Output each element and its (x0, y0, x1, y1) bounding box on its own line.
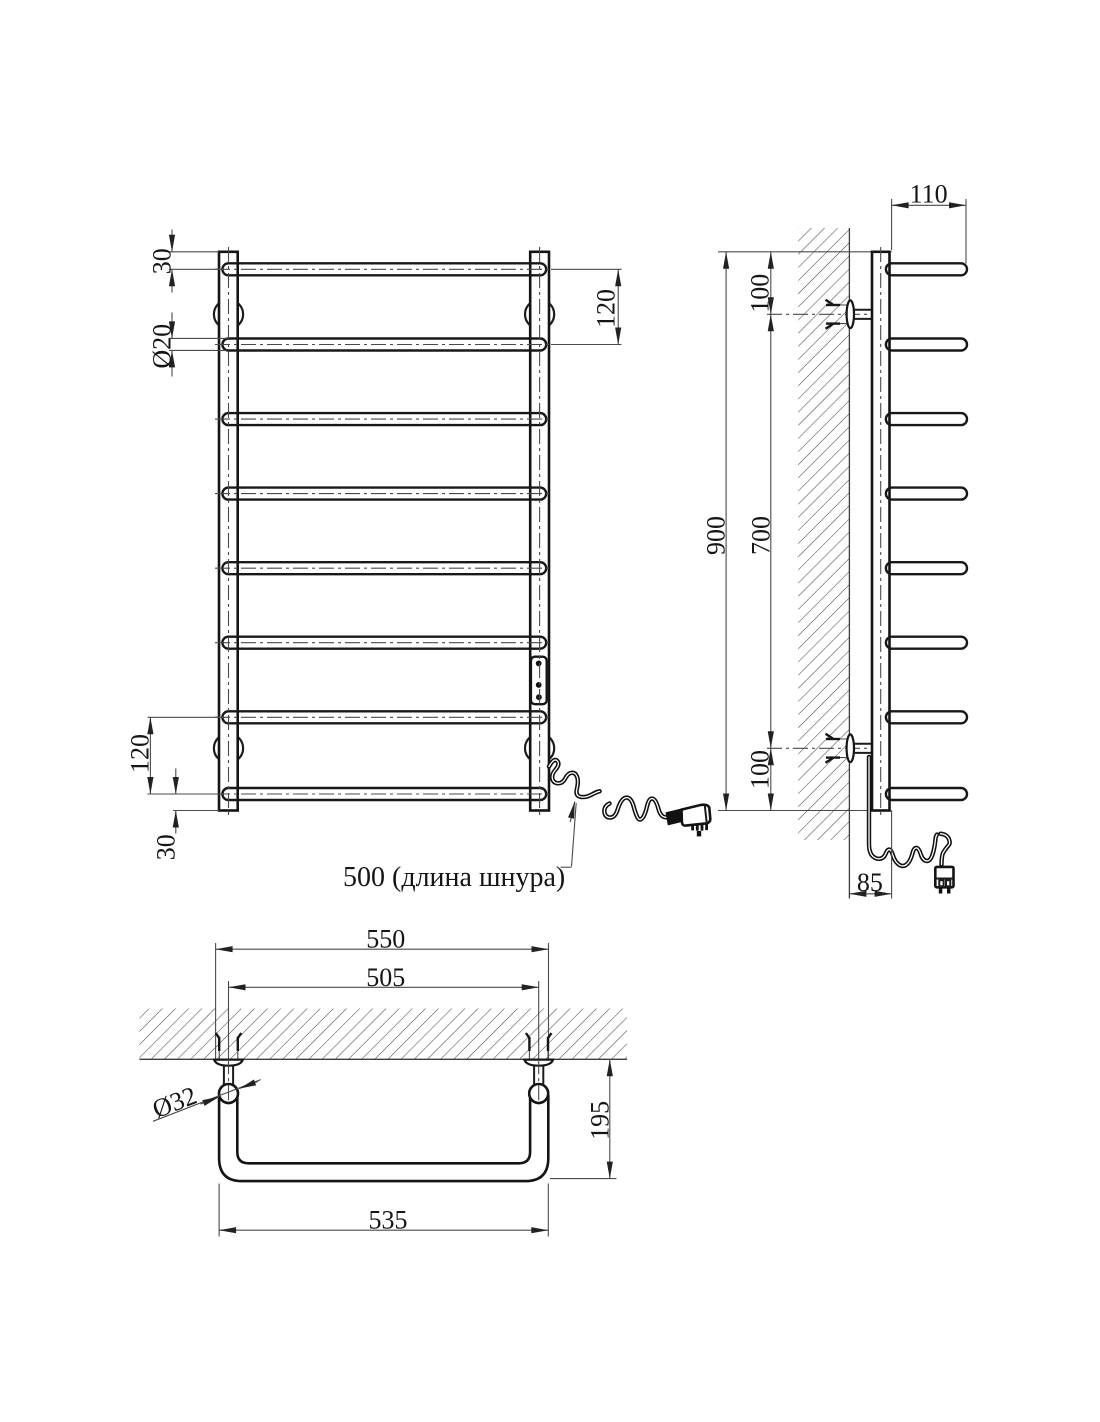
top-extension-lines (215, 943, 550, 1060)
front-view: 30 Ø20 120 120 30 (126, 229, 712, 893)
dim-top-tube-diameter: Ø32 (148, 1079, 261, 1124)
dim-label-front-top-offset: 30 (147, 248, 176, 274)
dim-label-top-tube-diameter: Ø32 (148, 1081, 200, 1124)
power-cord-front (546, 757, 677, 822)
dim-front-top-offset: 30 (147, 229, 223, 293)
dim-side-wall-gap: 85 (849, 810, 893, 899)
cord-note-label: 500 (длина шнура) (343, 862, 565, 893)
dim-label-top-width-overall: 550 (366, 924, 405, 953)
dim-front-rung-spacing-left: 120 (126, 716, 223, 795)
dim-label-front-rung-spacing-left: 120 (126, 734, 155, 773)
dim-label-front-bottom-offset: 30 (152, 834, 181, 860)
side-bracket-bottom (845, 733, 872, 764)
side-view: 110 900 700 100 100 85 (701, 180, 969, 899)
top-u-tube (217, 1095, 550, 1183)
power-cord-side (866, 754, 952, 869)
side-rungs (884, 262, 969, 802)
dim-label-front-rung-diameter: Ø20 (147, 324, 176, 369)
side-wall-hatch (798, 228, 850, 840)
dim-side-bracket-bottom: 100 (746, 748, 775, 811)
side-anchor-marks (824, 298, 849, 764)
dim-label-top-mount-span: 505 (366, 963, 405, 992)
dim-front-bottom-offset: 30 (152, 768, 219, 860)
panel-led (535, 682, 542, 688)
dim-top-depth: 195 (550, 1059, 617, 1180)
dim-label-top-width-bottom: 535 (369, 1205, 408, 1234)
dim-top-mount-span: 505 (228, 963, 539, 992)
dim-side-depth: 110 (891, 180, 967, 264)
front-centerlines (215, 247, 553, 815)
panel-led (535, 660, 542, 667)
power-plug-side (933, 865, 955, 894)
dim-side-bracket-top: 100 (746, 251, 775, 315)
dim-side-bracket-span: 700 (746, 314, 775, 749)
dim-front-rung-diameter: Ø20 (147, 312, 227, 377)
front-rungs (221, 262, 548, 802)
side-extension-lines (718, 251, 892, 812)
dim-top-width-overall: 550 (215, 924, 549, 953)
dim-label-side-bracket-bottom: 100 (746, 750, 775, 789)
dim-front-rung-spacing-right: 120 (551, 268, 622, 346)
dim-label-side-bracket-top: 100 (746, 274, 775, 313)
cord-length-note: 500 (длина шнура) (343, 801, 577, 893)
dim-label-side-bracket-span: 700 (746, 516, 775, 555)
dim-label-top-depth: 195 (585, 1101, 614, 1140)
top-wall-hatch (139, 1008, 627, 1060)
dim-top-width-bottom: 535 (218, 1183, 549, 1237)
top-view: 550 505 535 195 Ø32 (139, 924, 627, 1237)
power-plug-front (665, 803, 712, 837)
side-bracket-centerlines (767, 313, 875, 749)
control-panel (529, 655, 548, 706)
dim-label-side-depth: 110 (910, 180, 948, 209)
top-left-mount (212, 1032, 245, 1105)
dim-label-side-height: 900 (701, 516, 730, 555)
top-right-mount (522, 1032, 555, 1105)
dim-side-height: 900 (701, 251, 730, 811)
panel-led (536, 694, 542, 701)
dim-label-front-rung-spacing-right: 120 (591, 289, 620, 328)
dim-label-side-wall-gap: 85 (857, 868, 883, 897)
side-bracket-top (845, 299, 872, 330)
